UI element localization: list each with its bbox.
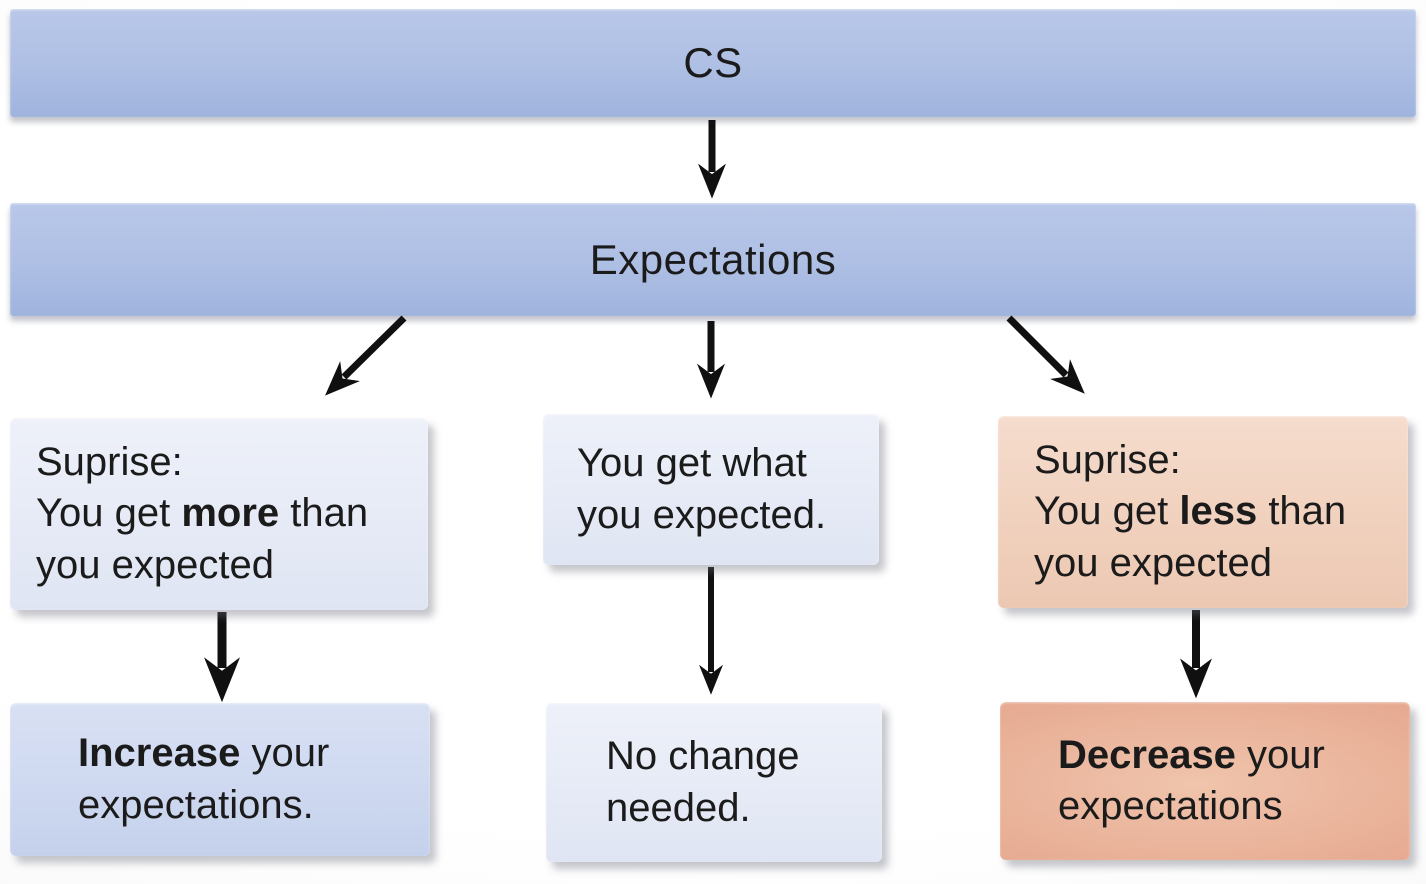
- arrow-expectations-to-surprise-more: [325, 315, 407, 396]
- surprise-more-line2-pre: You get: [36, 491, 182, 536]
- node-surprise-more: Suprise: You get more than you expected: [10, 418, 428, 610]
- node-increase: Increase your expectations.: [10, 703, 430, 856]
- box-text-line: Increase your: [78, 728, 430, 779]
- box-text-line: you expected.: [577, 490, 879, 541]
- match-line2: you expected.: [577, 492, 827, 537]
- no-change-line2: needed.: [606, 785, 751, 830]
- increase-line2: expectations.: [78, 782, 314, 827]
- box-text-line: expectations.: [78, 780, 430, 831]
- box-text-line: expectations: [1058, 781, 1410, 832]
- surprise-more-line2-bold: more: [181, 491, 280, 536]
- decrease-line1-post: your: [1235, 732, 1325, 777]
- node-surprise-less: Suprise: You get less than you expected: [998, 416, 1408, 608]
- box-text-line: Suprise:: [36, 437, 428, 488]
- node-decrease: Decrease your expectations: [1000, 702, 1410, 860]
- node-match: You get what you expected.: [543, 414, 879, 565]
- surprise-less-line2-pre: You get: [1034, 489, 1180, 534]
- surprise-more-line3: you expected: [36, 542, 274, 587]
- node-expectations: Expectations: [10, 203, 1416, 316]
- surprise-more-line2-post: than: [279, 491, 369, 536]
- box-text-line: you expected: [36, 540, 428, 591]
- node-cs: CS: [10, 9, 1416, 117]
- no-change-line1: No change: [606, 734, 800, 779]
- arrow-expectations-to-surprise-less: [1006, 315, 1085, 394]
- increase-line1-bold: Increase: [78, 731, 241, 776]
- decrease-line1-bold: Decrease: [1058, 732, 1236, 777]
- surprise-less-line2-bold: less: [1179, 489, 1258, 534]
- surprise-less-line2-post: than: [1257, 489, 1347, 534]
- box-text-line: Decrease your: [1058, 730, 1410, 781]
- box-text-line: No change: [606, 731, 882, 782]
- match-line1: You get what: [577, 441, 807, 486]
- box-text-line: Suprise:: [1034, 435, 1408, 486]
- node-no-change: No change needed.: [546, 703, 882, 862]
- box-text-line: You get what: [577, 438, 879, 489]
- increase-line1-post: your: [240, 731, 330, 776]
- surprise-more-line1: Suprise:: [36, 440, 183, 485]
- decrease-line2: expectations: [1058, 784, 1283, 828]
- box-text-line: needed.: [606, 783, 882, 834]
- node-cs-label: CS: [683, 39, 743, 86]
- surprise-less-line3: you expected: [1034, 540, 1272, 585]
- box-text-line: you expected: [1034, 538, 1408, 589]
- box-text-line: You get less than: [1034, 486, 1408, 537]
- box-text-line: You get more than: [36, 488, 428, 539]
- node-expectations-label: Expectations: [589, 235, 837, 283]
- surprise-less-line1: Suprise:: [1034, 438, 1181, 483]
